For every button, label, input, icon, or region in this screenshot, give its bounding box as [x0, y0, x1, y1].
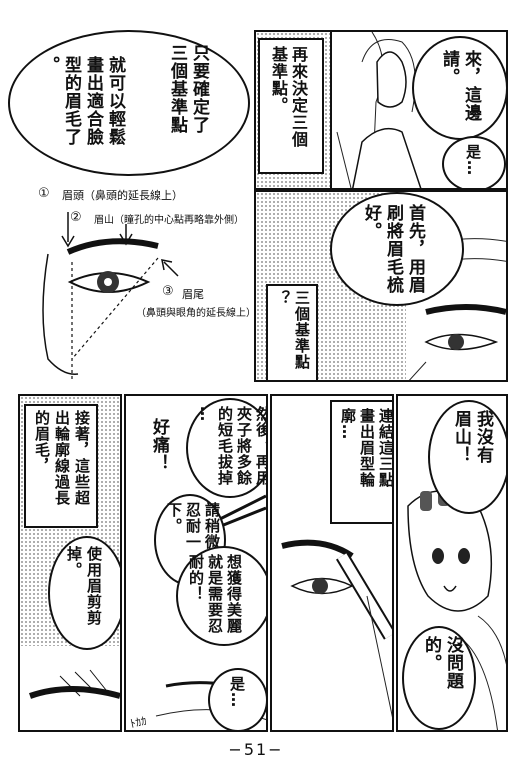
label-3-num: ③ — [162, 284, 174, 299]
speech-bubble-bottom — [402, 626, 476, 730]
label-1-text: 眉頭（鼻頭的延長線上） — [62, 189, 183, 202]
pencil-on-brow-illustration — [281, 539, 392, 718]
narration-box-4 — [24, 404, 98, 528]
narration-box-1 — [258, 38, 324, 174]
panel-5: 連結這三點 畫出眉型輪 廓… — [270, 394, 394, 732]
narration-text-1: 再來決定三個 基準點。 — [269, 46, 308, 148]
bubble-text-2: 好痛！ — [149, 418, 169, 472]
bubble-text-3: 請稍微 忍耐一 下。 — [165, 502, 221, 550]
panel-6: 然後，再用 夾子將多餘 的短毛拔掉 … 好痛！ 請稍微 忍耐一 下。 想獲得美麗… — [124, 394, 268, 732]
speech-bubble-mid — [330, 192, 464, 306]
page-number: −51− — [228, 740, 284, 759]
scissors-eyebrow-illustration — [20, 646, 120, 730]
bubble-text-right: 來，這邊 請。 — [439, 50, 481, 122]
panel-4: 我沒有 眉山！ 沒問題 的。 — [396, 394, 508, 732]
bubble-text-small: 是… — [464, 144, 482, 176]
bubble-text-7: 使用眉剪剪 掉。 — [65, 546, 103, 626]
bubble-text-1: 然後，再用 夾子將多餘 的短毛拔掉 … — [197, 406, 268, 486]
speech-bubble-7 — [48, 536, 120, 650]
panel-2: 來，這邊 請。 是… — [330, 30, 508, 190]
woman-illustration — [336, 32, 422, 188]
panel-1: 只要確定了 三個基準點 就可以輕鬆 畫出適合臉 型的眉毛了 。 ① 眉頭（鼻頭的… — [8, 14, 254, 382]
bubble-text-main: 只要確定了 三個基準點 — [167, 44, 209, 134]
bubble-text-5: 是… — [228, 676, 246, 708]
sfx-text: ﾄｶｶ — [128, 714, 148, 731]
speech-bubble-main — [8, 30, 250, 176]
bubble-text-bottom: 沒問題 的。 — [421, 636, 463, 690]
bubble-text-4: 想獲得美麗 就是需要忍 耐的！ — [187, 554, 243, 634]
bubble-text-top: 我沒有 眉山！ — [451, 410, 493, 464]
speech-bubble-small — [442, 136, 506, 188]
speech-bubble-top — [428, 400, 506, 514]
speech-bubble-1 — [186, 398, 266, 498]
narration-text-2: 三個基準點 ？ — [273, 290, 311, 370]
bubble-text-sub: 就可以輕鬆 畫出適合臉 型的眉毛了 。 — [39, 56, 125, 146]
label-3-text: 眉尾 — [182, 288, 204, 301]
narration-text-4: 接著，這些超 出輪廓線過長 的眉毛， — [33, 410, 91, 506]
panel-7: 接著，這些超 出輪廓線過長 的眉毛， 使用眉剪剪 掉。 — [18, 394, 122, 732]
label-1-num: ① — [38, 186, 50, 201]
speech-bubble-4 — [176, 546, 266, 646]
label-3-note: （鼻頭與眼角的延長線上） — [136, 308, 254, 319]
speech-bubble-5 — [208, 668, 266, 730]
narration-box-2 — [266, 284, 318, 380]
label-2-num: ② — [70, 210, 82, 225]
narration-text-3: 連結這三點 畫出眉型輪 廓… — [339, 408, 394, 488]
bubble-text-mid: 首先，用眉 刷將眉毛梳 好。 — [361, 204, 425, 294]
narration-box-3 — [330, 400, 392, 524]
panel-3: 首先，用眉 刷將眉毛梳 好。 三個基準點 ？ — [254, 190, 508, 382]
speech-bubble-right — [412, 36, 506, 140]
label-2-text: 眉山（瞳孔的中心點再略靠外側） — [94, 215, 244, 226]
eyebrow-diagram-illustration — [42, 212, 179, 382]
